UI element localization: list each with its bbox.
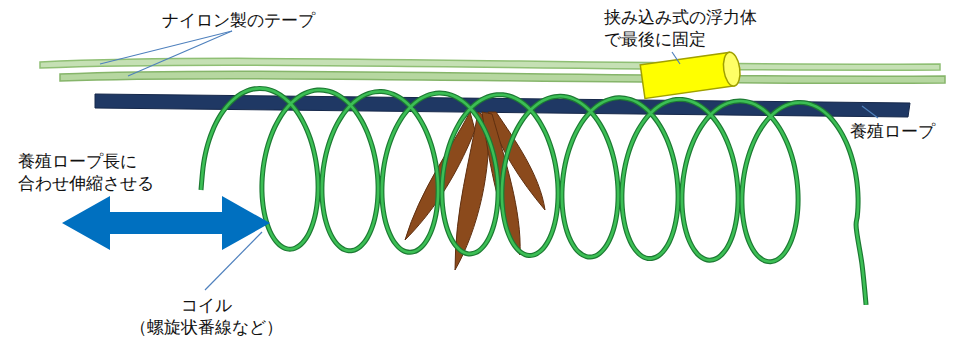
nylon-tape [40, 58, 940, 70]
coil-label: コイル （螺旋状番線など） [130, 294, 283, 338]
coil [201, 88, 866, 304]
float [640, 51, 742, 98]
float-label: 挟み込み式の浮力体 で最後に固定 [604, 6, 757, 50]
double-arrow [62, 196, 270, 250]
nylon-tape [60, 71, 945, 83]
coil-wire [201, 88, 866, 304]
coil-wire-outline [201, 88, 866, 304]
leader-lines [100, 31, 878, 290]
stretch-label: 養殖ロープ長に 合わせ伸縮させる [18, 150, 154, 194]
rope-label: 養殖ロープ [850, 120, 935, 142]
tape-label: ナイロン製のテープ [162, 9, 315, 31]
